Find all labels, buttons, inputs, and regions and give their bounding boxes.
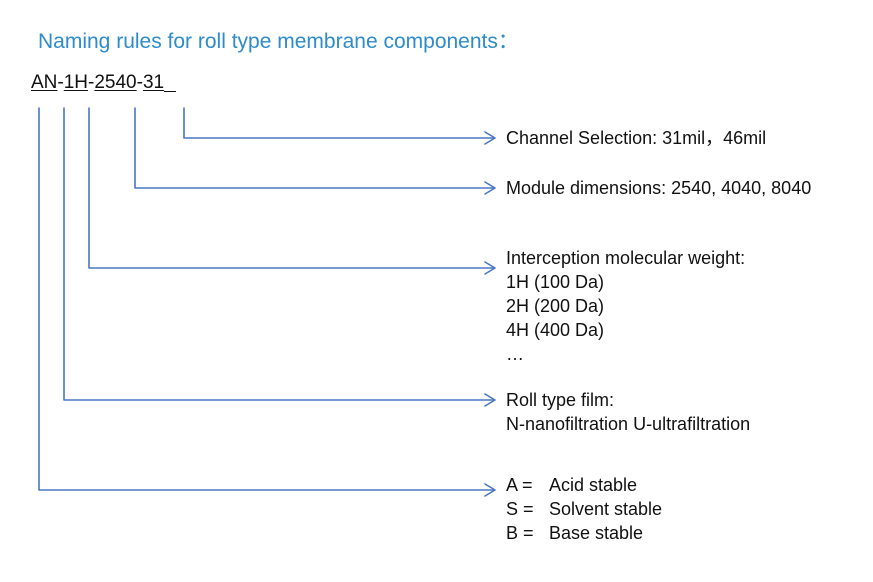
mw-item: 2H (200 Da)	[506, 296, 605, 316]
label-stability: A = Acid stable S = Solvent stable B = Base…	[506, 473, 662, 545]
code-separator: -	[136, 72, 143, 93]
label-module-dimensions: Module dimensions: 2540, 4040, 8040	[506, 178, 812, 198]
mw-item-ellipsis: …	[506, 344, 524, 364]
model-code: AN-1H-2540-31	[31, 72, 177, 94]
stability-item-acid: A = Acid stable	[506, 473, 662, 497]
stability-key: B =	[506, 523, 534, 543]
connector-molecular-weight	[88, 107, 494, 269]
film-description: N-nanofiltration U-ultrafiltration	[506, 414, 751, 434]
connector-stability	[38, 107, 494, 491]
stability-value: Solvent stable	[549, 499, 663, 519]
mw-item: 4H (400 Da)	[506, 320, 605, 340]
stability-key: A =	[506, 475, 533, 495]
stability-key: S =	[506, 499, 534, 519]
film-heading: Roll type film:	[506, 390, 615, 410]
stability-item-solvent: S = Solvent stable	[506, 497, 662, 521]
code-separator: -	[88, 72, 95, 93]
arrowhead-molecular-weight	[484, 261, 496, 275]
arrowhead-film	[484, 393, 496, 407]
connector-channel	[183, 107, 494, 139]
label-molecular-weight: Interception molecular weight: 1H (100 D…	[506, 246, 745, 366]
stability-value: Base stable	[549, 523, 644, 543]
stability-item-base: B = Base stable	[506, 521, 662, 545]
code-separator: -	[57, 72, 64, 93]
code-segment-31: 31	[142, 72, 165, 93]
stability-value: Acid stable	[549, 475, 638, 495]
connector-film	[63, 107, 494, 401]
connector-dimensions	[134, 107, 494, 189]
mw-item: 1H (100 Da)	[506, 272, 605, 292]
code-segment-1h: 1H	[63, 72, 89, 93]
arrowhead-stability	[484, 483, 496, 497]
diagram-title: Naming rules for roll type membrane comp…	[38, 30, 519, 53]
arrowhead-dimensions	[484, 181, 496, 195]
mw-heading: Interception molecular weight:	[506, 248, 746, 268]
label-channel-selection: Channel Selection: 31mil，46mil	[506, 128, 767, 148]
label-roll-type-film: Roll type film: N-nanofiltration U-ultra…	[506, 388, 750, 436]
code-segment-an: AN	[31, 72, 58, 93]
arrowhead-channel	[484, 131, 496, 145]
code-segment-2540: 2540	[94, 72, 137, 93]
code-underline-tail	[164, 72, 177, 92]
